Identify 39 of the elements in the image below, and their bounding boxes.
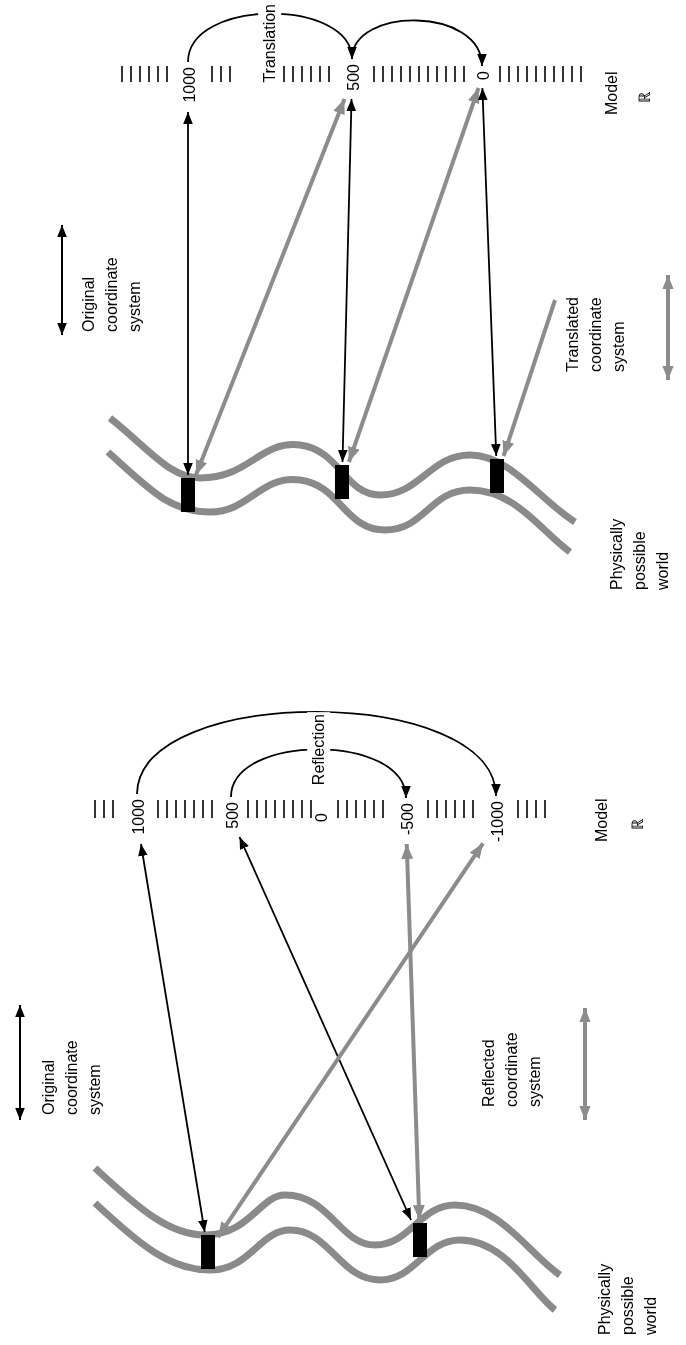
- coordinate-label: Original coordinate system: [39, 1039, 105, 1115]
- double-arrow: [347, 87, 481, 463]
- double-arrow: [401, 843, 425, 1221]
- tick-label: 1000: [178, 67, 202, 103]
- tick-label: -500: [396, 803, 420, 836]
- double-arrow: [194, 98, 347, 476]
- axis-label: Model: [602, 70, 622, 115]
- curved-arrow: [351, 19, 485, 67]
- marker-bar: [413, 1223, 427, 1257]
- double-arrow: [478, 87, 501, 457]
- world-label: Physically possible world: [595, 1262, 661, 1335]
- tick-label: 0: [312, 812, 332, 822]
- tick-label: 500: [221, 802, 245, 829]
- world-label: Physically possible world: [607, 517, 673, 590]
- double-arrow: [183, 111, 193, 476]
- marker-bar: [335, 465, 349, 499]
- marker-bar: [201, 1235, 215, 1269]
- coordinate-label: Translated coordinate system: [563, 296, 629, 372]
- tick-label: -1000: [486, 801, 510, 842]
- tick-label: 500: [342, 64, 366, 91]
- axis-label: Model: [592, 797, 612, 842]
- curved-arrow: [136, 711, 498, 797]
- axis-symbol: ℝ: [635, 91, 655, 103]
- double-arrow: [138, 843, 208, 1233]
- marker-bar: [181, 478, 195, 512]
- edge-label: Translation: [258, 2, 282, 85]
- arrow: [501, 299, 557, 457]
- coordinate-label: Reflected coordinate system: [479, 1031, 545, 1107]
- edge-label: Reflection: [306, 711, 331, 787]
- coordinate-label: Original coordinate system: [79, 256, 145, 332]
- curved-arrow: [187, 12, 354, 63]
- double-arrow: [216, 842, 485, 1239]
- tick-label: 1000: [127, 799, 151, 835]
- tick-label: 0: [472, 71, 496, 80]
- double-arrow: [238, 836, 412, 1221]
- curved-arrow: [230, 748, 408, 799]
- axis-symbol: ℝ: [628, 818, 648, 830]
- double-arrow: [338, 98, 357, 463]
- marker-bar: [490, 459, 504, 493]
